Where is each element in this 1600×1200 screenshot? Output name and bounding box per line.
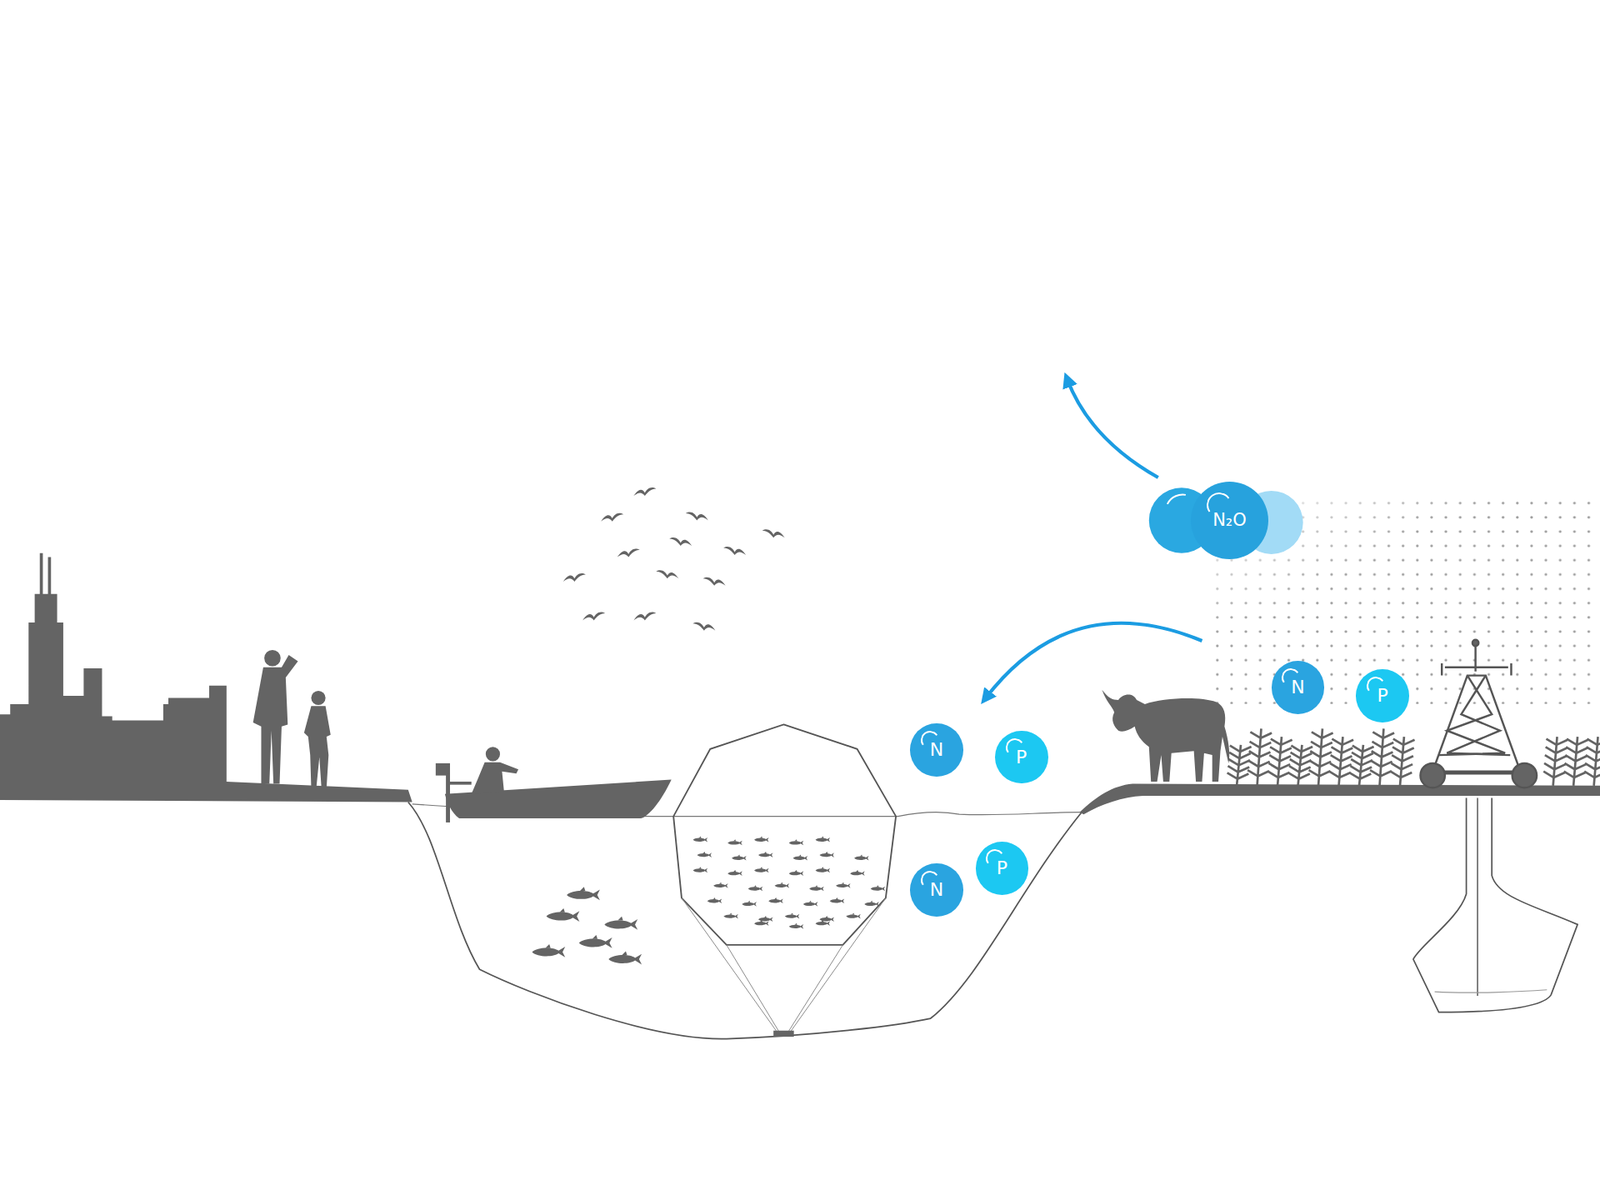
fish-shape: [815, 866, 830, 873]
crop-plant: [1390, 736, 1415, 786]
bird-shape: [655, 570, 679, 579]
fish-shape: [566, 886, 600, 900]
fish-shape: [707, 897, 722, 904]
wild-fish: [531, 886, 642, 965]
fish-shape: [546, 908, 580, 922]
crop-plant: [1227, 745, 1252, 786]
fish-shape: [854, 855, 869, 861]
crop-plant: [1247, 728, 1272, 786]
nutrient-circle: P: [975, 841, 1030, 895]
fish-shape: [693, 866, 708, 873]
fish-shape: [758, 915, 773, 922]
fish-shape: [819, 915, 834, 922]
runoff-arrow: [985, 623, 1203, 699]
fish-shape: [723, 912, 738, 919]
crop-plant: [1584, 736, 1600, 786]
emission-arrow: [1067, 380, 1159, 479]
bird-shape: [685, 511, 709, 520]
fish-shape: [758, 851, 773, 858]
bird-shape: [703, 577, 726, 586]
fish-shape: [741, 900, 756, 907]
nutrient-circle: P: [995, 730, 1049, 785]
bird-shape: [669, 537, 692, 546]
fish-shape: [713, 882, 728, 889]
node-text: N: [930, 880, 944, 900]
fish-shape: [697, 851, 712, 858]
crop-plant: [1288, 745, 1313, 786]
crop-plant: [1329, 736, 1354, 786]
lake-outline: [408, 801, 1082, 1039]
bird-shape: [723, 546, 746, 555]
fish-shape: [727, 870, 742, 876]
fish-shape: [850, 870, 865, 876]
fish-shape: [815, 836, 830, 843]
fish-shape: [604, 916, 638, 930]
bird-shape: [692, 622, 715, 631]
fish-shape: [870, 885, 885, 891]
caged-fish: [693, 836, 886, 930]
node-text: P: [1377, 686, 1389, 705]
crop-plant: [1350, 745, 1375, 786]
fish-shape: [531, 944, 565, 958]
fish-shape: [754, 866, 769, 873]
fish-shape: [830, 897, 845, 904]
fish-shape: [845, 912, 860, 919]
fish-shape: [727, 839, 742, 845]
node-text: N₂O: [1212, 511, 1247, 530]
bird-shape: [617, 549, 640, 558]
boat: [435, 746, 672, 823]
fish-shape: [819, 851, 834, 858]
fish-shape: [803, 900, 818, 907]
crop-plant: [1543, 736, 1568, 786]
molecule-circle: N₂O: [1190, 481, 1269, 560]
groundwater-well: [1413, 798, 1578, 1013]
bird-shape: [762, 529, 785, 538]
irrigation-rig: [1420, 640, 1537, 789]
nutrient-circle: N: [1271, 660, 1325, 715]
fish-shape: [785, 912, 800, 919]
fish-shape: [731, 855, 746, 861]
fish-shape: [835, 882, 850, 889]
cage-anchor: [773, 1030, 794, 1037]
node-text: P: [996, 859, 1008, 878]
fish-cage: [673, 724, 896, 1033]
fish-shape: [754, 836, 769, 843]
fish-shape: [775, 882, 790, 889]
bird-shape: [600, 513, 624, 522]
fish-shape: [768, 897, 783, 904]
fish-shape: [789, 923, 804, 930]
crops: [1227, 728, 1600, 786]
fish-shape: [748, 885, 763, 891]
bird-shape: [633, 487, 656, 496]
bird-shape: [563, 573, 586, 582]
fish-shape: [693, 836, 708, 843]
crop-plant: [1309, 728, 1334, 786]
nutrient-circle: N: [910, 863, 964, 917]
bird-shape: [633, 611, 656, 620]
fish-shape: [789, 839, 804, 845]
atom-highlight: [1167, 495, 1186, 505]
people: [253, 650, 331, 788]
fish-shape: [579, 935, 613, 949]
fish-shape: [789, 870, 804, 876]
fish-shape: [809, 885, 824, 891]
crop-plant: [1370, 728, 1395, 786]
nutrient-circle: N: [910, 723, 964, 777]
bird-shape: [582, 611, 605, 620]
node-text: N: [930, 740, 944, 760]
fish-shape: [815, 920, 830, 926]
cow: [1101, 690, 1230, 782]
node-text: P: [1015, 748, 1027, 767]
fish-shape: [793, 855, 808, 861]
fish-shape: [864, 900, 879, 907]
crop-plant: [1268, 736, 1293, 786]
birds: [563, 487, 785, 631]
nutrient-circle: P: [1355, 669, 1410, 723]
node-text: N: [1290, 678, 1305, 697]
fish-shape: [608, 950, 642, 965]
city-skyline: [0, 553, 413, 803]
fish-shape: [754, 920, 769, 926]
crop-plant: [1564, 736, 1589, 786]
